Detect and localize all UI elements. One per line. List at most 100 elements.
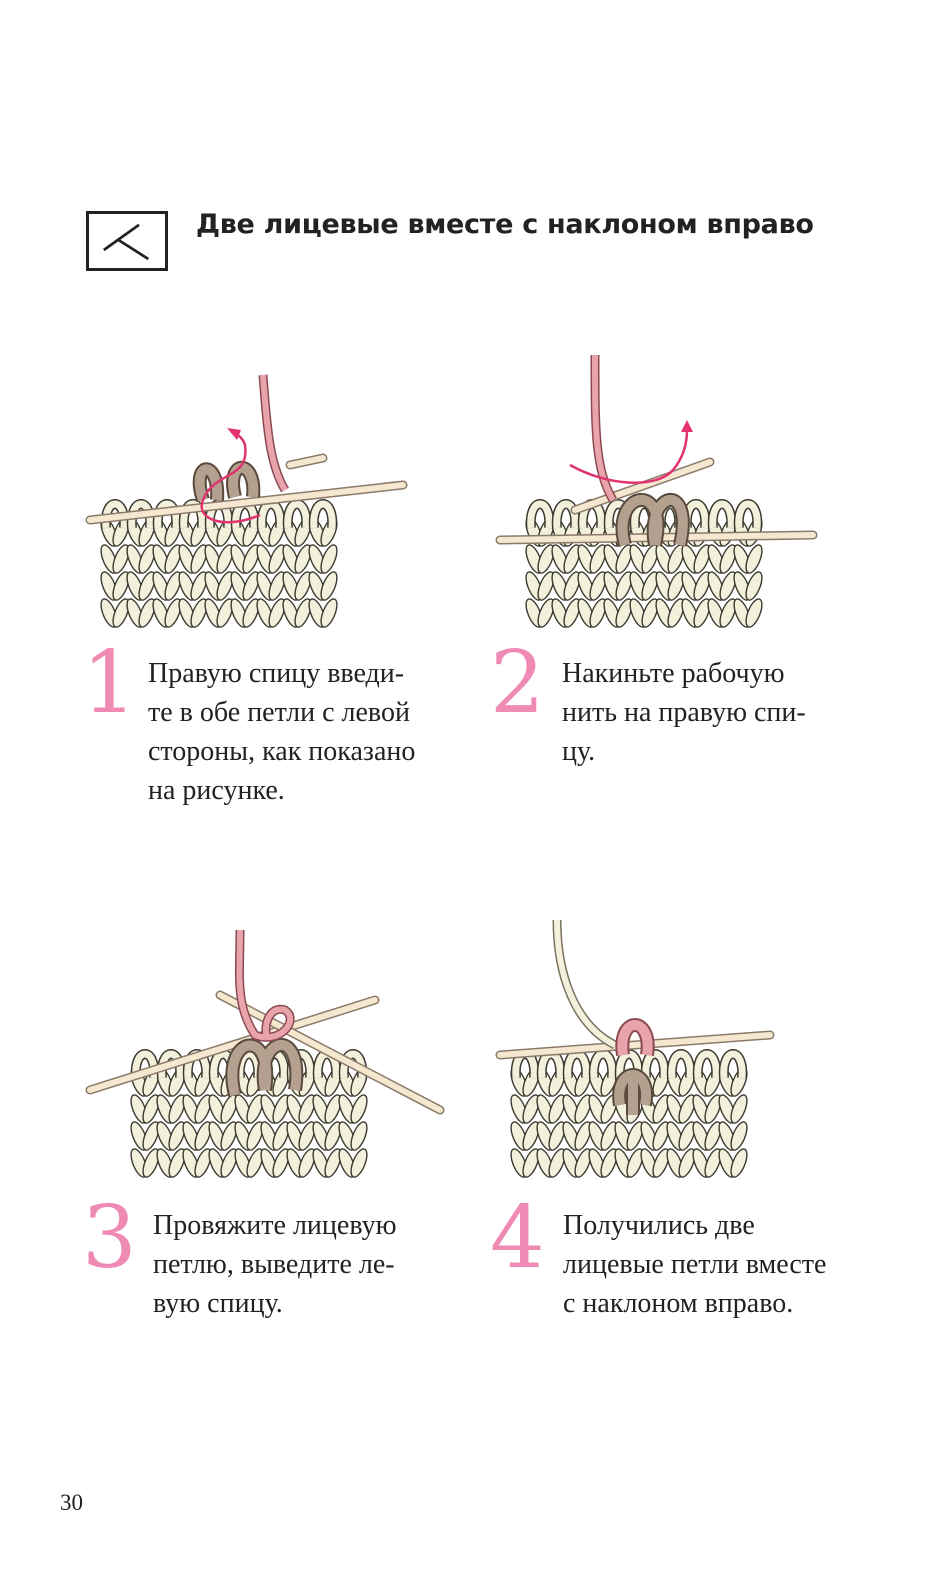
stitch-leg	[626, 1148, 644, 1178]
top-loop-fill	[564, 1050, 590, 1079]
step-text-2: Накиньте рабочую нить на правую спи- цу.	[562, 654, 872, 771]
stitch-leg	[298, 1121, 316, 1151]
stitch-leg	[589, 571, 607, 601]
stitch-leg	[522, 1094, 540, 1124]
stitch-leg	[745, 571, 763, 601]
stitch-leg	[641, 598, 659, 628]
stitch-leg	[652, 1121, 670, 1151]
top-loop-fill	[668, 1050, 694, 1079]
stitch-leg	[194, 1148, 212, 1178]
step-4-line-1: Получились две	[563, 1210, 755, 1241]
stitch-leg	[563, 598, 581, 628]
stitch-leg	[522, 1148, 540, 1178]
top-loop-fill	[709, 500, 735, 529]
step-3-line-1: Провяжите лицевую	[153, 1210, 397, 1241]
stitch-leg	[693, 544, 711, 574]
stitch-leg	[190, 571, 208, 601]
step-number-1: 1	[82, 633, 137, 733]
stitch-leg	[190, 598, 208, 628]
stitch-leg	[272, 1094, 290, 1124]
top-loop-fill	[642, 1050, 668, 1079]
stitch-leg	[537, 544, 555, 574]
stitch-leg	[704, 1148, 722, 1178]
step-number-4: 4	[490, 1188, 545, 1288]
stitch-leg	[320, 598, 338, 628]
stitch-leg	[164, 571, 182, 601]
step-1-line-4: на рисунке.	[148, 775, 285, 806]
stitch-leg	[216, 571, 234, 601]
stitch-leg	[138, 544, 156, 574]
stitch-leg	[142, 1148, 160, 1178]
stitch-leg	[730, 1121, 748, 1151]
stitch-leg	[216, 598, 234, 628]
stitch-leg	[268, 571, 286, 601]
step-1-line-1: Правую спицу введи-	[148, 658, 405, 689]
stitch-leg	[142, 1121, 160, 1151]
k2tog-right-symbol-icon	[86, 211, 168, 271]
step-3-illustration	[85, 929, 445, 1178]
stitch-leg	[112, 598, 130, 628]
stitch-leg	[168, 1148, 186, 1178]
stitch-leg	[294, 571, 312, 601]
stitch-leg	[548, 1148, 566, 1178]
stitch-leg	[138, 571, 156, 601]
stitch-leg	[112, 571, 130, 601]
stitch-leg	[693, 571, 711, 601]
top-loop-fill	[310, 500, 336, 529]
stitch-leg	[220, 1121, 238, 1151]
stitch-leg	[194, 1121, 212, 1151]
stitch-leg	[589, 598, 607, 628]
page-number: 30	[60, 1490, 83, 1515]
stitch-leg	[678, 1121, 696, 1151]
stitch-leg	[324, 1121, 342, 1151]
step-text-4: Получились две лицевые петли вместе с на…	[563, 1206, 873, 1323]
step-number-2: 2	[490, 633, 545, 733]
stitch-leg	[242, 571, 260, 601]
step-4-illustration	[495, 919, 775, 1178]
step-number-3: 3	[82, 1188, 137, 1288]
stitch-leg	[615, 571, 633, 601]
direction-arrow	[200, 430, 261, 524]
stitch-leg	[678, 1148, 696, 1178]
stitch-leg	[190, 544, 208, 574]
top-loop-fill	[527, 500, 553, 529]
stitch-leg	[704, 1094, 722, 1124]
step-1-line-3: стороны, как показано	[148, 736, 416, 767]
stitch-leg	[548, 1121, 566, 1151]
stitch-leg	[242, 544, 260, 574]
stitch-leg	[704, 1121, 722, 1151]
step-2-illustration	[495, 354, 818, 628]
stitch-leg	[272, 1148, 290, 1178]
stitch-leg	[320, 544, 338, 574]
stitch-leg	[294, 544, 312, 574]
step-2-line-2: нить на правую спи-	[562, 697, 806, 728]
stitch-leg	[320, 571, 338, 601]
stitch-leg	[298, 1148, 316, 1178]
top-loop-fill	[590, 1050, 616, 1079]
stitch-leg	[268, 598, 286, 628]
stitch-leg	[563, 544, 581, 574]
stitch-leg	[615, 598, 633, 628]
step-1-line-2: те в обе петли с левой	[148, 697, 410, 728]
stitch-leg	[350, 1148, 368, 1178]
stitch-leg	[272, 1121, 290, 1151]
stitch-leg	[693, 598, 711, 628]
stitch-leg	[294, 598, 312, 628]
stitch-leg	[574, 1148, 592, 1178]
arrow-head-icon	[681, 420, 693, 432]
step-2-line-3: цу.	[562, 736, 596, 767]
top-loop-fill	[553, 500, 579, 529]
stitch-leg	[112, 544, 130, 574]
stitch-leg	[574, 1121, 592, 1151]
stitch-leg	[194, 1094, 212, 1124]
stitch-leg	[324, 1148, 342, 1178]
top-loop-fill	[735, 500, 761, 529]
stitch-leg	[164, 598, 182, 628]
page-title: Две лицевые вместе с наклоном вправо	[196, 209, 814, 240]
step-text-3: Провяжите лицевую петлю, выведите ле- ву…	[153, 1206, 463, 1323]
top-loop-fill	[720, 1050, 746, 1079]
stitch-leg	[324, 1094, 342, 1124]
stitch-leg	[350, 1094, 368, 1124]
stitch-leg	[719, 598, 737, 628]
stitch-leg	[522, 1121, 540, 1151]
